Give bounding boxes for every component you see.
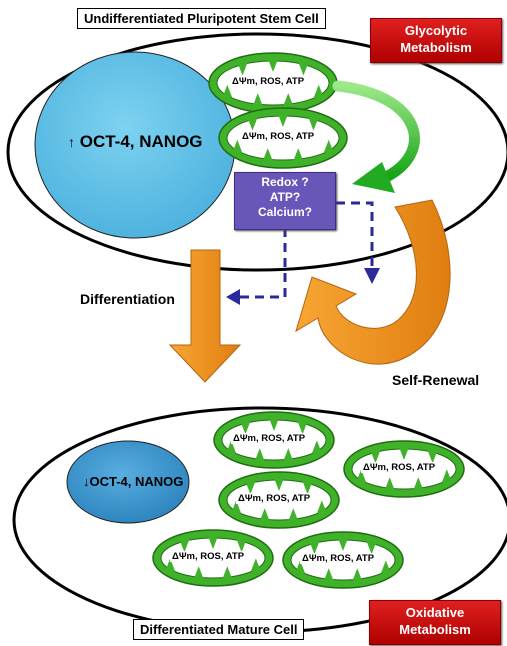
mitochondrion-crista bbox=[222, 566, 233, 580]
mitochondrion-crista bbox=[399, 447, 409, 460]
mitochondrion-crista bbox=[441, 469, 452, 483]
mitochondrion-crista bbox=[193, 566, 204, 580]
mitochondrion-crista bbox=[380, 560, 391, 574]
signal-atp: ATP? bbox=[269, 190, 301, 204]
mitochondrion-crista bbox=[245, 481, 256, 495]
differentiation-label: Differentiation bbox=[80, 291, 175, 307]
mitochondrion-crista bbox=[232, 139, 243, 153]
mitochondrion-label: ΔΨm, ROS, ATP bbox=[170, 551, 247, 562]
dashed-arrow-head-down bbox=[364, 268, 380, 284]
mitochondrion-crista bbox=[323, 568, 334, 582]
mitochondrion-crista bbox=[231, 500, 242, 514]
down-arrow-icon: ↓ bbox=[83, 474, 90, 489]
mitochondrion-crista bbox=[226, 440, 237, 454]
self-renewal-label: Self-Renewal bbox=[392, 372, 480, 388]
mitochondrion-crista bbox=[283, 93, 294, 107]
mitochondrion-label: ΔΨm, ROS, ATP bbox=[240, 131, 317, 142]
mitochondrion-crista bbox=[179, 539, 190, 553]
mitochondrion-crista bbox=[240, 421, 251, 435]
mitochondrion-crista bbox=[269, 418, 279, 431]
mitochondrion-label: ΔΨm, ROS, ATP bbox=[236, 493, 313, 504]
mitochondrion-label: ΔΨm, ROS, ATP bbox=[231, 433, 308, 444]
mitochondrion-label: ΔΨm, ROS, ATP bbox=[361, 462, 438, 473]
mitochondrion-crista bbox=[293, 148, 304, 162]
self-renewal-arrow bbox=[295, 199, 451, 365]
mitochondrion-crista bbox=[427, 450, 438, 464]
mitochondrion-crista bbox=[274, 478, 284, 491]
signal-redox: Redox ? bbox=[261, 175, 309, 189]
mitochondrion-crista bbox=[262, 148, 273, 162]
mitochondrion-crista bbox=[308, 117, 319, 131]
mitochondrion-crista bbox=[165, 558, 176, 572]
mitochondrion-crista bbox=[356, 469, 367, 483]
green-curved-arrow bbox=[332, 80, 420, 182]
mitochondrion-crista bbox=[297, 421, 308, 435]
mitochondrion-crista bbox=[250, 558, 261, 572]
mitochondrion-crista bbox=[208, 536, 218, 549]
mitochondrion-crista bbox=[338, 538, 348, 551]
mitochondrion-crista bbox=[236, 539, 247, 553]
signal-box: Redox ? ATP? Calcium? bbox=[234, 172, 336, 230]
mitochondrion-crista bbox=[259, 508, 270, 522]
glycolytic-line-2: Metabolism bbox=[400, 40, 472, 55]
up-arrow-icon: ↑ bbox=[68, 134, 75, 150]
mitochondrion-crista bbox=[309, 541, 320, 555]
signal-calcium: Calcium? bbox=[257, 205, 312, 219]
mitochondrion-crista bbox=[313, 84, 324, 98]
dashed-arrow-head-left bbox=[226, 289, 240, 305]
mature-nucleus-label: ↓OCT-4, NANOG bbox=[83, 474, 183, 489]
mitochondrion-crista bbox=[298, 62, 309, 76]
mitochondrion-crista bbox=[370, 450, 381, 464]
mitochondrion-crista bbox=[252, 93, 263, 107]
dashed-arrows bbox=[240, 201, 374, 299]
mitochondrion-crista bbox=[366, 541, 377, 555]
glycolytic-line-1: Glycolytic bbox=[404, 23, 468, 38]
mitochondrion-crista bbox=[254, 448, 265, 462]
stem-cell-title: Undifferentiated Pluripotent Stem Cell bbox=[77, 8, 326, 29]
mitochondrion-crista bbox=[247, 117, 258, 131]
mitochondrion-crista bbox=[222, 84, 233, 98]
mitochondrion-crista bbox=[295, 560, 306, 574]
mitochondrion-crista bbox=[352, 568, 363, 582]
differentiation-arrow bbox=[168, 249, 242, 383]
mitochondrion-crista bbox=[323, 139, 334, 153]
mitochondrion-crista bbox=[316, 500, 327, 514]
mitochondrion-crista bbox=[283, 448, 294, 462]
mitochondrion-crista bbox=[413, 477, 424, 491]
mitochondrion-crista bbox=[278, 114, 288, 127]
mitochondrion-crista bbox=[268, 59, 278, 72]
oxidative-line-1: Oxidative bbox=[405, 605, 465, 620]
mitochondrion-crista bbox=[288, 508, 299, 522]
mitochondrion-crista bbox=[302, 481, 313, 495]
mature-cell-nucleus bbox=[66, 440, 190, 524]
green-arrow-head bbox=[352, 162, 395, 193]
mitochondrion-label: ΔΨm, ROS, ATP bbox=[300, 553, 377, 564]
stem-nucleus-label: ↑ OCT-4, NANOG bbox=[68, 132, 203, 152]
stem-nucleus-markers: OCT-4, NANOG bbox=[79, 132, 203, 151]
mature-cell-title: Differentiated Mature Cell bbox=[133, 619, 305, 640]
mitochondrion-crista bbox=[237, 62, 248, 76]
mature-nucleus-markers: OCT-4, NANOG bbox=[89, 474, 184, 489]
glycolytic-metabolism-badge: Glycolytic Metabolism bbox=[370, 18, 502, 63]
mitochondrion-label: ΔΨm, ROS, ATP bbox=[230, 76, 307, 87]
mitochondrion-crista bbox=[311, 440, 322, 454]
oxidative-line-2: Metabolism bbox=[399, 622, 471, 637]
mitochondrion-crista bbox=[384, 477, 395, 491]
oxidative-metabolism-badge: Oxidative Metabolism bbox=[369, 600, 501, 645]
